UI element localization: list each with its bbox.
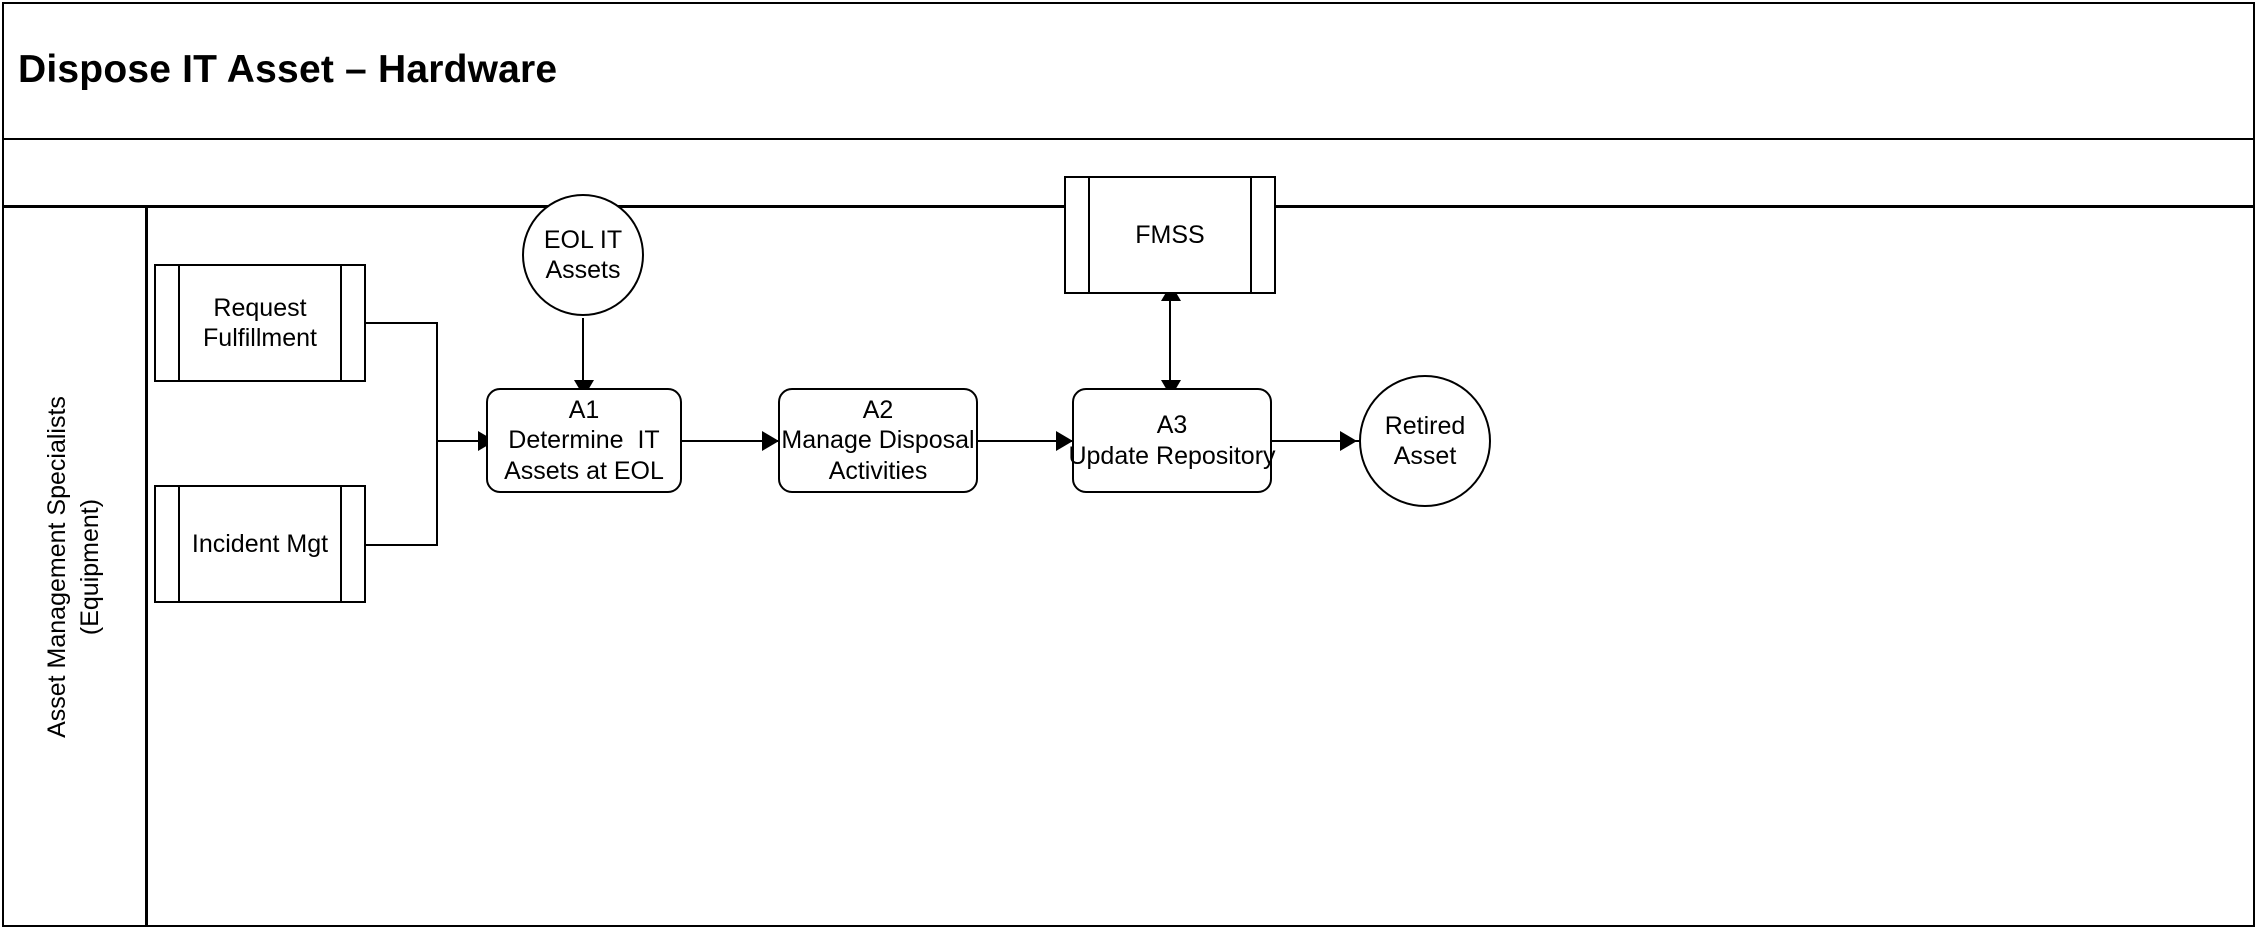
node-a2-line-3: Activities [828,456,928,485]
node-a1-line-2: Determine IT [508,426,660,455]
connector-incident-mgt-stub [360,544,438,546]
connector-a3-fmss [1169,292,1171,396]
connector-a3-to-retired-asset [1270,440,1360,442]
arrowhead-a3-to-retired-asset [1340,431,1357,451]
node-a1-text: A1 Determine IT Assets at EOL [498,395,670,487]
node-a3-line-2: Update Repository [1068,441,1276,470]
node-retired-asset[interactable]: Retired Asset [1359,375,1491,507]
connector-request-fulfillment-stub [360,322,438,324]
node-incident-mgt-line-1: Incident Mgt [191,529,329,558]
swimlane-label: Asset Management Specialists (Equipment) [41,396,107,738]
connector-merge-to-a1 [436,440,484,442]
connector-a2-to-a3 [976,440,1074,442]
node-a3-update-repository[interactable]: A3 Update Repository [1068,388,1276,493]
node-eol-it-assets-text: EOL IT Assets [538,225,628,286]
title-row: Dispose IT Asset – Hardware [2,2,2255,140]
swimlane-label-line-2: (Equipment) [75,498,104,635]
node-fmss-line-1: FMSS [1135,220,1205,249]
diagram-title: Dispose IT Asset – Hardware [18,48,558,91]
swimlane-header: Asset Management Specialists (Equipment) [2,208,148,925]
swimlane: Asset Management Specialists (Equipment) [2,176,2255,925]
connector-eol-to-a1 [582,318,584,390]
node-a2-text: A2 Manage Disposal Activities [775,395,980,487]
node-request-fulfillment-text: Request Fulfillment [197,293,323,354]
node-a2-line-2: Manage Disposal [781,426,975,455]
connector-a1-to-a2 [680,440,780,442]
node-incident-mgt-text: Incident Mgt [186,529,334,560]
node-a2-manage-disposal-activities[interactable]: A2 Manage Disposal Activities [778,388,978,493]
node-retired-asset-text: Retired Asset [1379,411,1472,472]
node-eol-it-assets-line-1: EOL IT [543,225,623,254]
node-a2-line-1: A2 [862,395,894,424]
node-retired-asset-line-1: Retired [1384,411,1466,440]
node-a3-text: A3 Update Repository [1062,410,1281,471]
node-a1-line-3: Assets at EOL [504,456,664,485]
node-request-fulfillment[interactable]: Request Fulfillment [154,264,366,382]
node-retired-asset-line-2: Asset [1393,442,1457,470]
node-request-fulfillment-line-2: Fulfillment [203,324,317,352]
swimlane-body: Request Fulfillment Incident Mgt EOL IT … [148,176,2255,925]
arrowhead-a1-to-a2 [762,431,779,451]
node-a1-line-1: A1 [568,395,600,424]
node-a3-line-1: A3 [1156,411,1188,439]
swimlane-label-line-1: Asset Management Specialists [42,395,71,738]
connector-merge-vertical [436,322,438,546]
node-incident-mgt[interactable]: Incident Mgt [154,485,366,603]
node-eol-it-assets-line-2: Assets [545,256,621,284]
arrowhead-a2-to-a3 [1056,431,1073,451]
node-fmss[interactable]: FMSS [1064,176,1276,294]
node-fmss-text: FMSS [1129,220,1210,251]
node-a1-determine-it-assets-at-eol[interactable]: A1 Determine IT Assets at EOL [486,388,682,493]
node-eol-it-assets[interactable]: EOL IT Assets [522,194,644,316]
node-request-fulfillment-line-1: Request [213,293,307,322]
